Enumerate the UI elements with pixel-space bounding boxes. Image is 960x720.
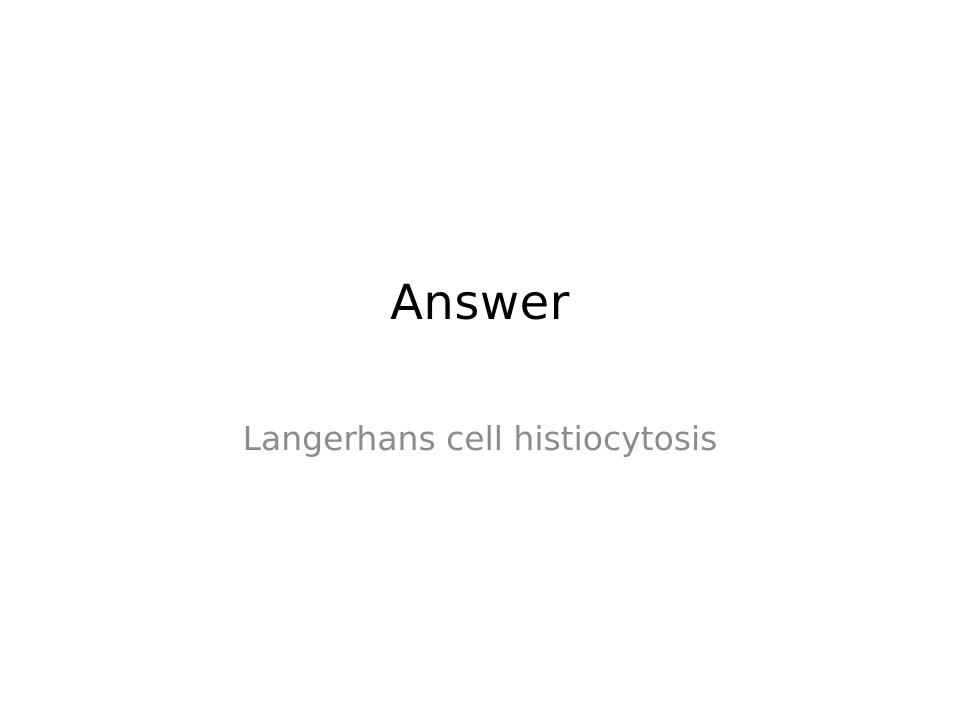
slide-subtitle: Langerhans cell histiocytosis xyxy=(242,419,718,458)
slide-title: Answer xyxy=(390,275,570,331)
